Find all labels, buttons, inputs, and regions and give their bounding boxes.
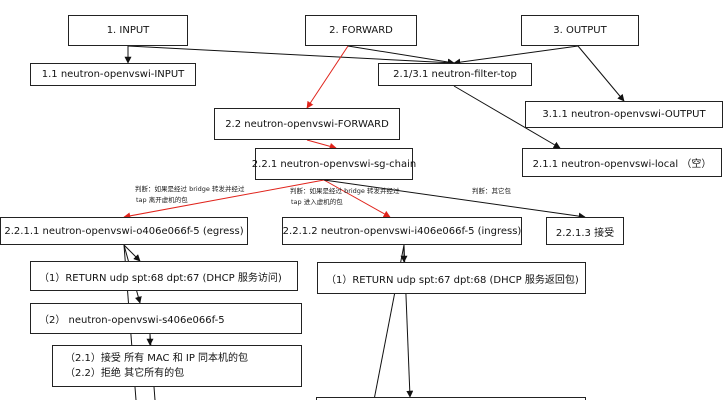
node-input: 1. INPUT [68,15,188,46]
edge-output-to-2-1-3-1 [453,45,579,66]
egress-rule-2-2: （2.2）拒绝 其它所有的包 [65,368,185,379]
node-3-1-1: 3.1.1 neutron-openvswi-OUTPUT [525,101,723,128]
ingress-rule-1: （1）RETURN udp spt:67 dpt:68 (DHCP 服务返回包) [317,262,586,294]
edge-sgchain-to-egress [123,179,325,220]
note-egress-line-1: 判断：如果是经过 bridge 转发并经过 [135,185,245,193]
edge-2-1-3-1-to-2-1-1 [453,85,561,149]
egress-rule-1: （1）RETURN udp spt:68 dpt:67 (DHCP 服务访问) [30,261,298,291]
edge-sgchain-to-ingress [323,179,391,218]
egress-rule-2: （2） neutron-openvswi-s406e066f-5 [30,303,302,334]
egress-rule-2-1: （2.1）接受 所有 MAC 和 IP 同本机的包 [65,353,249,364]
edge-forward-to-2-1-3-1 [347,45,455,66]
ingress-rule-2-partial [316,397,586,400]
edge-sgchain-to-accept [323,179,586,220]
note-ingress-line-1: 判断：如果是经过 bridge 转发并经过 [290,187,400,195]
note-other-condition: 判断：其它包 [472,186,511,197]
egress-rule-2-sub: （2.1）接受 所有 MAC 和 IP 同本机的包 （2.2）拒绝 其它所有的包 [52,345,302,387]
node-2-2-1-1-egress: 2.2.1.1 neutron-openvswi-o406e066f-5 (eg… [0,217,248,245]
node-2-2-1-3-accept: 2.2.1.3 接受 [546,217,624,245]
node-2-1-1: 2.1.1 neutron-openvswi-local （空） [522,148,722,177]
node-2-2: 2.2 neutron-openvswi-FORWARD [214,108,400,140]
node-output: 3. OUTPUT [521,15,639,46]
note-other-line-1: 判断：其它包 [472,187,511,195]
note-egress-condition: 判断：如果是经过 bridge 转发并经过 tap 离开虚机的包 [135,184,245,206]
note-egress-line-2: tap 离开虚机的包 [136,196,188,204]
edge-egress-to-e1 [123,244,141,262]
edge-output-to-3-1-1 [577,45,625,102]
edge-forward-to-2-2 [306,45,349,109]
node-forward: 2. FORWARD [305,15,417,46]
node-2-1-3-1: 2.1/3.1 neutron-filter-top [378,63,532,86]
node-2-2-1-2-ingress: 2.2.1.2 neutron-openvswi-i406e066f-5 (in… [282,217,522,245]
edge-2-2-to-2-2-1 [306,139,337,150]
note-ingress-line-2: tap 进入虚机的包 [291,198,343,206]
node-2-2-1: 2.2.1 neutron-openvswi-sg-chain [252,148,416,180]
node-1-1: 1.1 neutron-openvswi-INPUT [30,63,196,86]
note-ingress-condition: 判断：如果是经过 bridge 转发并经过 tap 进入虚机的包 [290,186,400,208]
edge-input-to-2-1-3-1 [127,45,455,67]
